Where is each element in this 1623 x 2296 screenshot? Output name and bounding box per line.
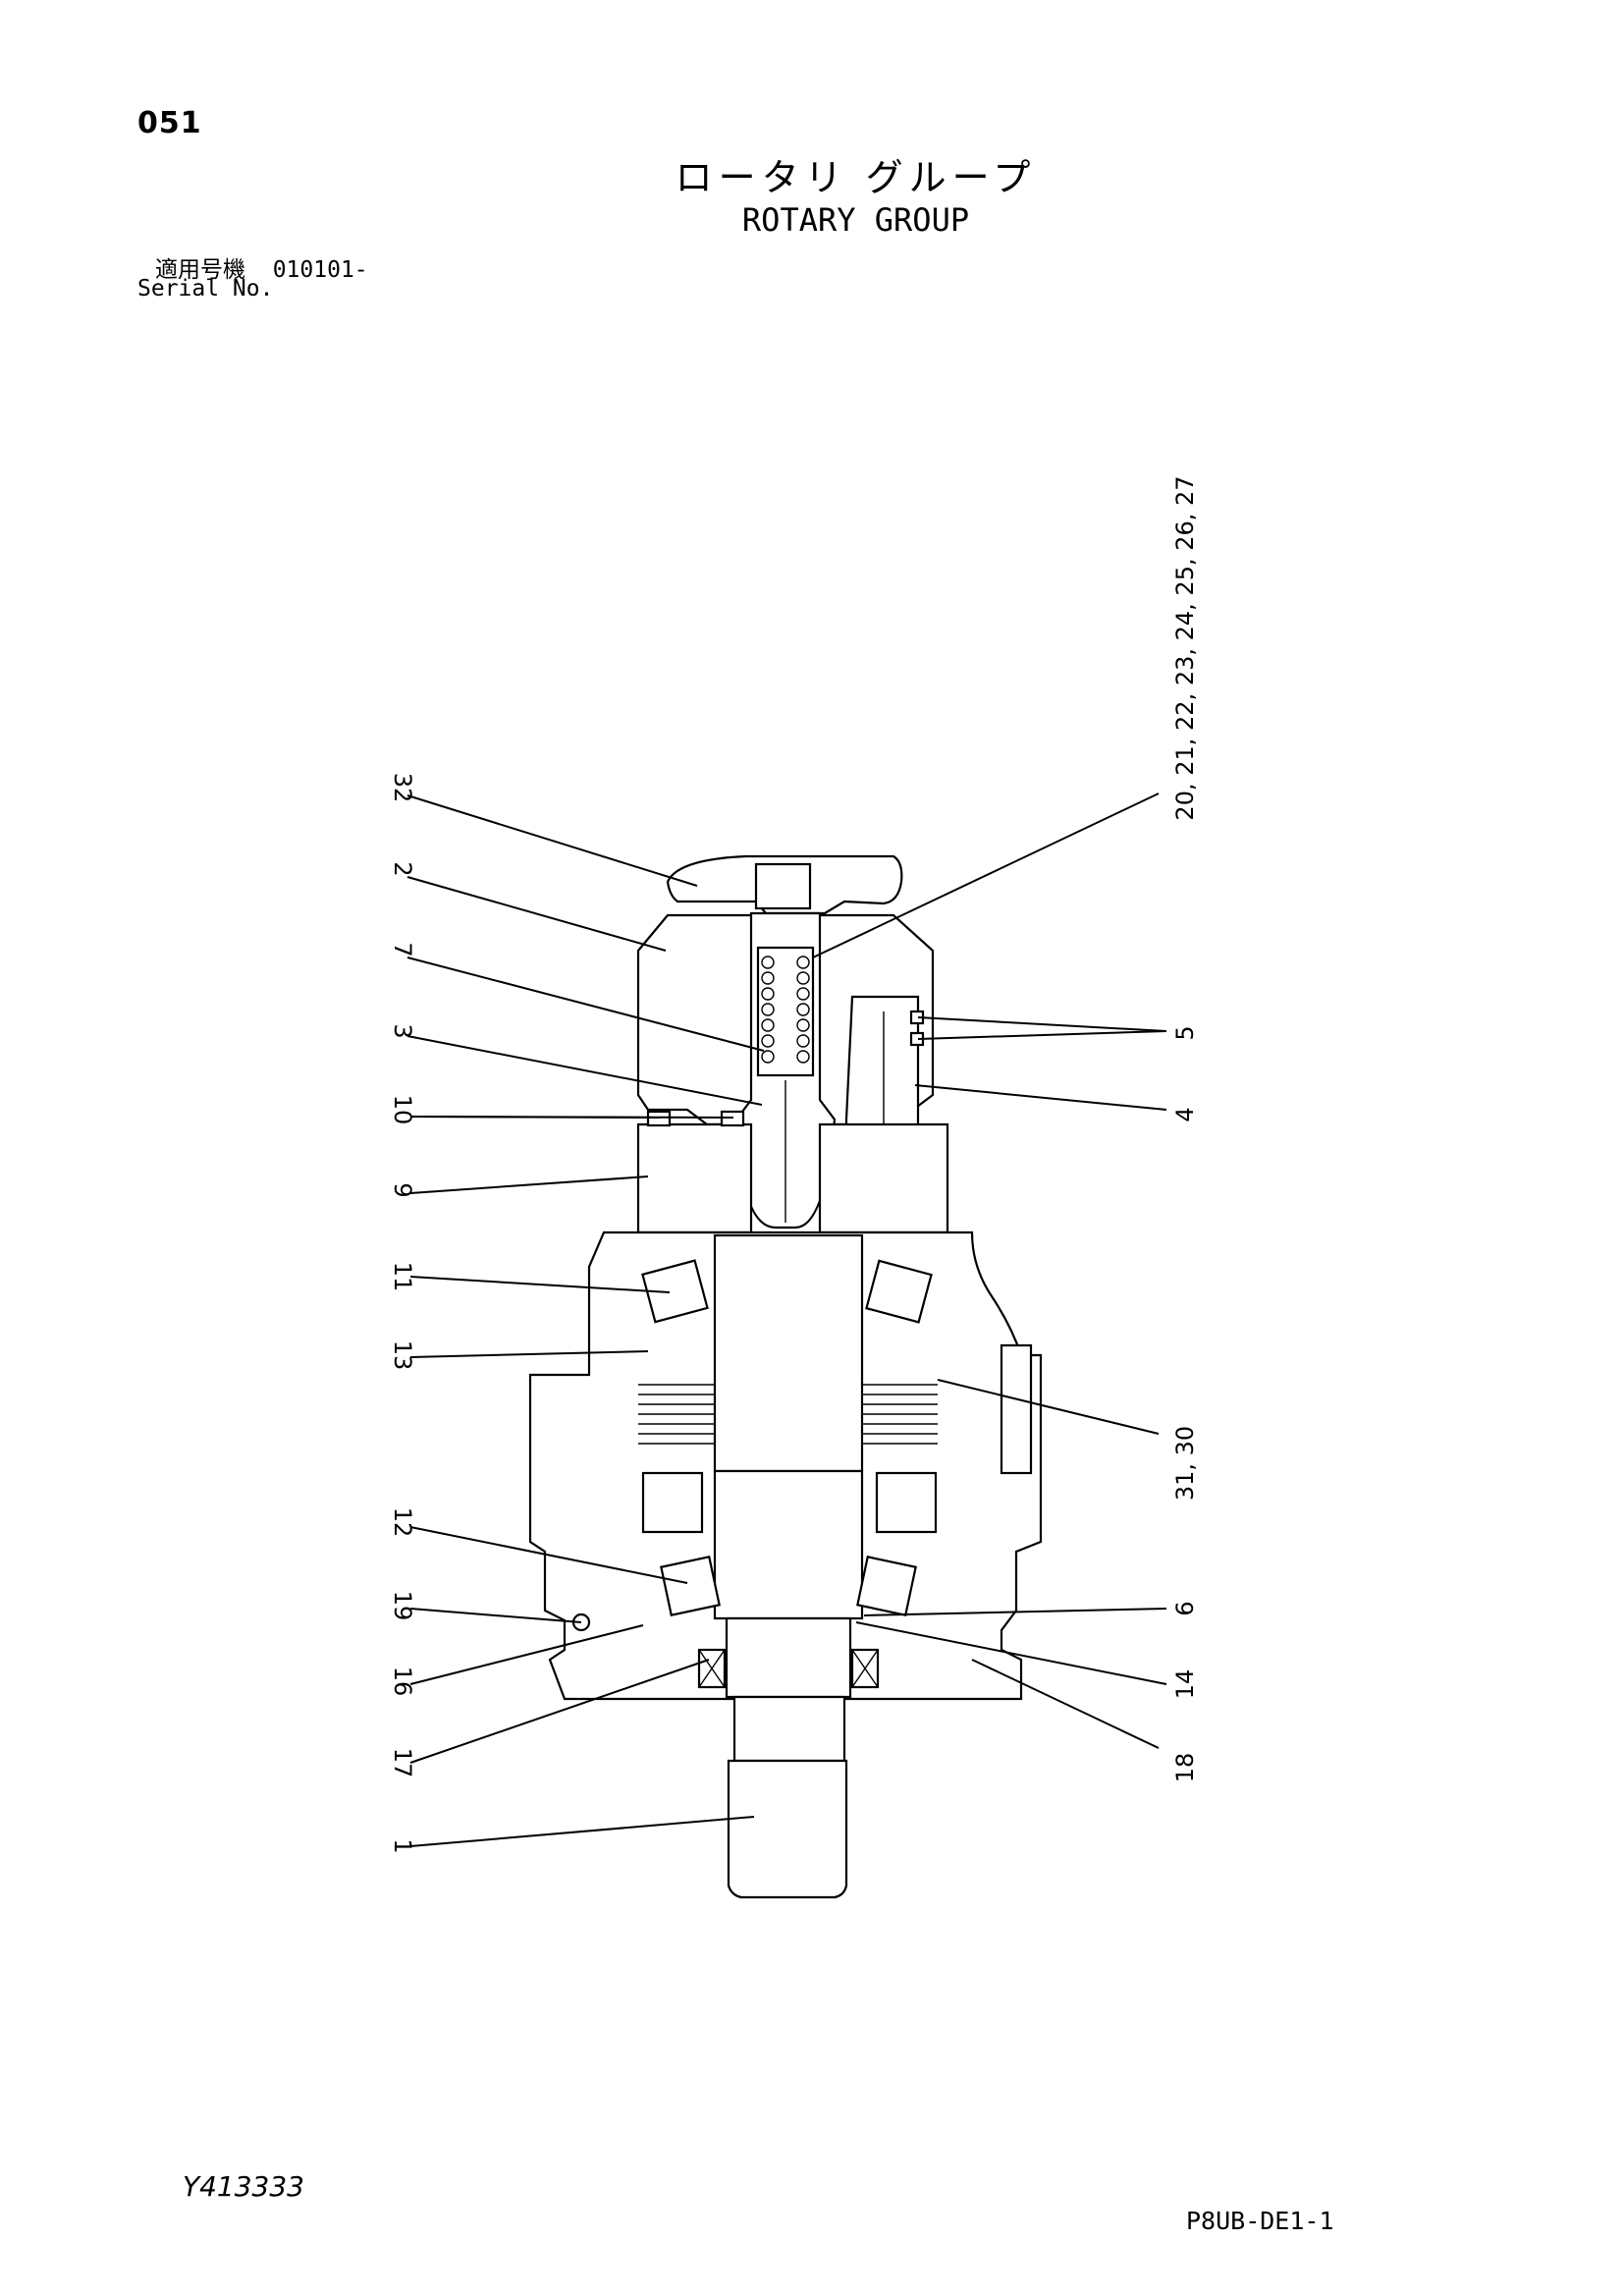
part-spring-chamber <box>756 946 815 1077</box>
callout-1: 1 <box>389 1838 416 1853</box>
part-pin <box>646 1110 672 1127</box>
part-bearing-upper-left <box>641 1259 709 1324</box>
part-bearing-lower-right <box>856 1556 917 1616</box>
leader-lines <box>406 793 1167 1847</box>
part-disc-spring-left <box>641 1471 704 1534</box>
part-disc-spring-right <box>875 1471 938 1534</box>
part-cap-stem <box>754 862 812 910</box>
callout-labels: 32 2 7 3 10 9 11 13 12 19 16 17 1 20, 21… <box>389 475 1199 1853</box>
part-bearing-lower-left <box>660 1556 721 1616</box>
callout-11: 11 <box>389 1262 416 1292</box>
part-shaft-collar <box>725 1616 852 1699</box>
callout-3: 3 <box>389 1023 416 1038</box>
part-shaft-spline <box>727 1759 848 1899</box>
part-shaft-upper <box>713 1233 864 1473</box>
callout-9: 9 <box>389 1182 416 1197</box>
serial-label-english: Serial No. <box>137 276 274 301</box>
callout-14: 14 <box>1171 1669 1199 1700</box>
callout-6: 6 <box>1171 1601 1199 1615</box>
callout-10: 10 <box>389 1095 416 1125</box>
callout-2: 2 <box>389 861 416 876</box>
title-english: ROTARY GROUP <box>741 201 970 239</box>
callout-12: 12 <box>389 1507 416 1538</box>
callout-7: 7 <box>389 942 416 957</box>
part-valve-plate <box>636 1122 753 1234</box>
callout-31-30: 31, 30 <box>1171 1426 1199 1501</box>
assembly-drawing <box>528 854 1043 1899</box>
part-bearing-upper-right <box>865 1259 933 1324</box>
figure-reference: P8UB-DE1-1 <box>1186 2207 1334 2235</box>
serial-line-japanese: 適用号機 010101- <box>155 250 368 284</box>
callout-20-27: 20, 21, 22, 23, 24, 25, 26, 27 <box>1171 475 1199 820</box>
friction-plate-stack-left <box>638 1384 715 1445</box>
callout-16: 16 <box>389 1667 416 1697</box>
page-number: 051 <box>137 106 202 140</box>
part-bolt <box>1000 1343 1033 1475</box>
title-japanese: ロータリ グループ <box>675 156 1037 199</box>
serial-value: 010101- <box>272 257 368 283</box>
callout-17: 17 <box>389 1748 416 1778</box>
document-id: Y413333 <box>183 2170 304 2203</box>
callout-18: 18 <box>1171 1753 1199 1783</box>
part-shaft-mid <box>713 1469 864 1620</box>
callout-5: 5 <box>1171 1025 1199 1040</box>
part-shaft-lower <box>732 1695 846 1763</box>
callout-4: 4 <box>1171 1107 1199 1121</box>
callout-19: 19 <box>389 1591 416 1621</box>
callout-32: 32 <box>389 773 416 803</box>
part-pin-2 <box>720 1110 745 1127</box>
serial-label-jp: 適用号機 <box>155 257 245 283</box>
callout-13: 13 <box>389 1340 416 1371</box>
spring-coils <box>761 956 810 1064</box>
friction-plate-stack-right <box>862 1384 938 1445</box>
